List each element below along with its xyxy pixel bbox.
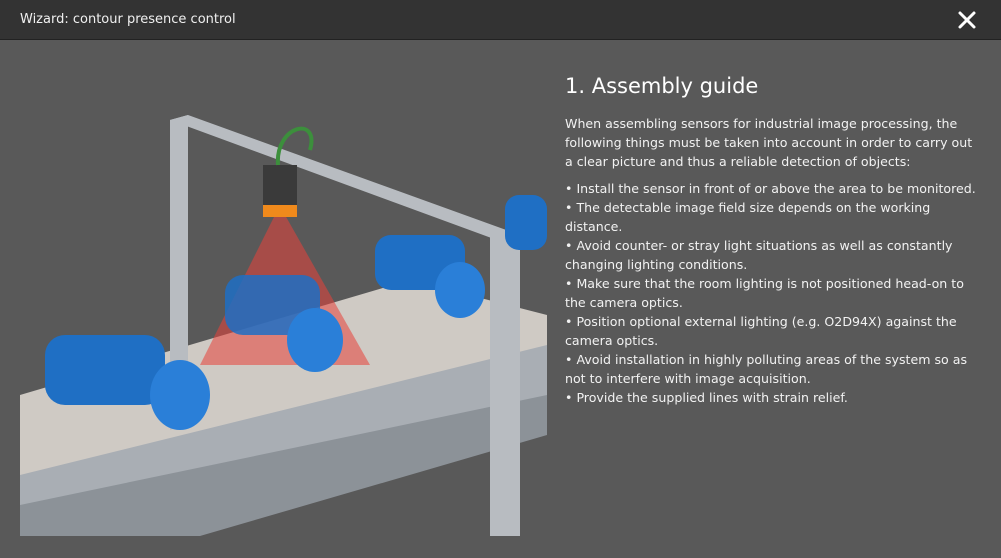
close-icon <box>958 11 976 29</box>
list-item: Position optional external lighting (e.g… <box>565 312 983 350</box>
guide-intro: When assembling sensors for industrial i… <box>565 116 973 169</box>
conveyor-sensor-illustration <box>20 95 547 536</box>
title-bar: Wizard: contour presence control <box>0 0 1001 40</box>
motor-icon <box>45 195 547 430</box>
list-item: Avoid installation in highly polluting a… <box>565 350 983 388</box>
list-item: Make sure that the room lighting is not … <box>565 274 983 312</box>
sensor-icon <box>263 126 314 217</box>
assembly-guide: 1. Assembly guide When assembling sensor… <box>565 74 983 407</box>
window-title: Wizard: contour presence control <box>20 12 236 27</box>
list-item: Install the sensor in front of or above … <box>565 179 983 198</box>
guide-heading: 1. Assembly guide <box>565 74 759 98</box>
close-button[interactable] <box>955 7 979 33</box>
list-item: Avoid counter- or stray light situations… <box>565 236 983 274</box>
guide-bullet-list: Install the sensor in front of or above … <box>565 179 983 407</box>
aluminium-frame <box>170 115 520 536</box>
list-item: Provide the supplied lines with strain r… <box>565 388 983 407</box>
list-item: The detectable image field size depends … <box>565 198 983 236</box>
